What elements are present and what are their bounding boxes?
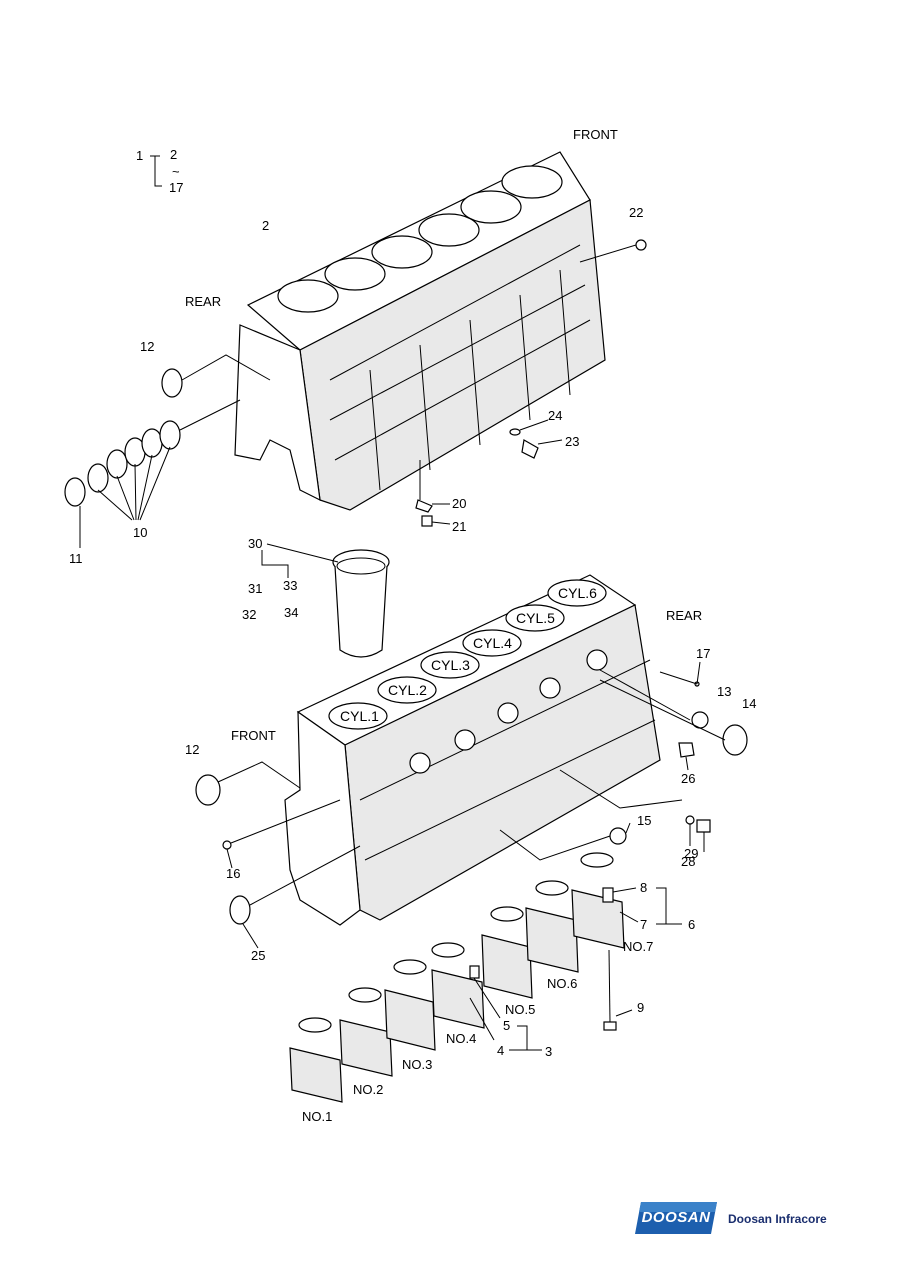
- front-label-bottom: FRONT: [231, 728, 276, 743]
- bearing-cap-label-3: NO.3: [402, 1057, 432, 1072]
- callout-17: 17: [696, 646, 710, 661]
- callout-9: 9: [637, 1000, 644, 1015]
- callout-33: 33: [283, 578, 297, 593]
- bearing-cap-label-6: NO.6: [547, 976, 577, 991]
- callout-8: 8: [640, 880, 647, 895]
- bearing-cap-label-1: NO.1: [302, 1109, 332, 1124]
- callout-23: 23: [565, 434, 579, 449]
- main-bearing-caps: [289, 852, 682, 1103]
- callout-2: 2: [262, 218, 269, 233]
- cylinder-liner: [332, 549, 390, 658]
- rear-label-top: REAR: [185, 294, 221, 309]
- doosan-logo-text: DOOSAN: [641, 1209, 711, 1226]
- cyl-label-1: CYL.1: [340, 708, 379, 724]
- bearing-cap-label-7: NO.7: [623, 939, 653, 954]
- bearing-cap-label-2: NO.2: [353, 1082, 383, 1097]
- assembly-tilde: ~: [172, 164, 180, 179]
- front-label-top: FRONT: [573, 127, 618, 142]
- bearing-cap-label-4: NO.4: [446, 1031, 476, 1046]
- callout-26: 26: [681, 771, 695, 786]
- callout-16: 16: [226, 866, 240, 881]
- callout-31: 31: [248, 581, 262, 596]
- callout-6: 6: [688, 917, 695, 932]
- assembly-parent: 1: [136, 148, 143, 163]
- upper-block-bores: [277, 165, 563, 313]
- callout-20: 20: [452, 496, 466, 511]
- callout-30: 30: [248, 536, 262, 551]
- callout-25: 25: [251, 948, 265, 963]
- cylinder-tags: CYL.1 CYL.2 CYL.3 CYL.4 CYL.5 CYL.6: [328, 579, 607, 730]
- callout-11: 11: [69, 551, 83, 566]
- callout-28: 28: [681, 854, 695, 869]
- callout-5: 5: [503, 1018, 510, 1033]
- callout-21: 21: [452, 519, 466, 534]
- upper-small-parts: [415, 239, 647, 527]
- liner-ref-bracket: [261, 543, 339, 578]
- callout-24: 24: [548, 408, 562, 423]
- callout-3: 3: [545, 1044, 552, 1059]
- callout-32: 32: [242, 607, 256, 622]
- callout-34: 34: [284, 605, 298, 620]
- callout-22: 22: [629, 205, 643, 220]
- callout-12-bottom: 12: [185, 742, 199, 757]
- callout-29: 29: [684, 846, 698, 861]
- lower-block-windows: [409, 649, 608, 774]
- bearing-cap-5: [481, 906, 533, 999]
- cyl-label-4: CYL.4: [473, 635, 512, 651]
- cyl-label-2: CYL.2: [388, 682, 427, 698]
- bearing-cap-1: [289, 1017, 343, 1103]
- cyl-label-6: CYL.6: [558, 585, 597, 601]
- assembly-ref-bracket: [150, 155, 162, 187]
- callout-10: 10: [133, 525, 147, 540]
- bearing-cap-4: [431, 942, 485, 1029]
- callout-4: 4: [497, 1043, 504, 1058]
- callout-13: 13: [717, 684, 731, 699]
- cam-bushings: [64, 354, 271, 548]
- bearing-cap-3: [384, 959, 436, 1051]
- assembly-from: 2: [170, 147, 177, 162]
- bearing-cap-7: [571, 852, 625, 949]
- bearing-cap-label-5: NO.5: [505, 1002, 535, 1017]
- doosan-logo: [635, 1202, 717, 1234]
- upper-cylinder-block: [234, 151, 606, 511]
- callout-14: 14: [742, 696, 756, 711]
- bearing-cap-2: [339, 987, 393, 1077]
- assembly-to: 17: [169, 180, 183, 195]
- cyl-label-3: CYL.3: [431, 657, 470, 673]
- callout-7: 7: [640, 917, 647, 932]
- company-name: Doosan Infracore: [728, 1212, 827, 1226]
- lower-small-parts: [195, 661, 748, 949]
- bearing-cap-6: [525, 880, 579, 973]
- rear-label-bottom: REAR: [666, 608, 702, 623]
- cyl-label-5: CYL.5: [516, 610, 555, 626]
- callout-12-top: 12: [140, 339, 154, 354]
- callout-15: 15: [637, 813, 651, 828]
